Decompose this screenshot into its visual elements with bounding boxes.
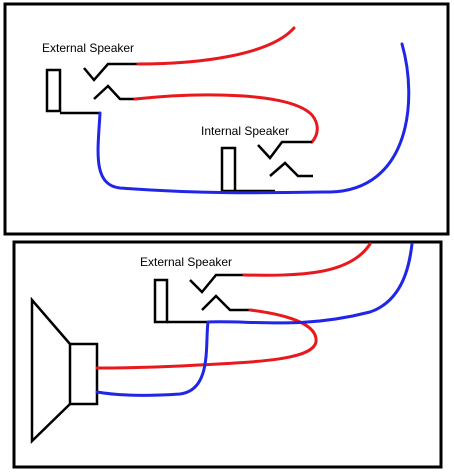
external-speaker-label: External Speaker <box>42 41 134 55</box>
jack-body <box>220 146 237 193</box>
speaker-magnet <box>68 342 99 406</box>
red-wire-tip <box>136 26 296 66</box>
blue-wire <box>96 42 411 195</box>
top-panel: External Speaker Internal Speaker <box>3 2 450 236</box>
jack-ring-spring <box>201 294 250 312</box>
speaker-cone <box>30 296 71 444</box>
jack-ring-spring <box>269 161 313 178</box>
bottom-panel-frame <box>12 240 443 469</box>
external-jack <box>45 62 138 115</box>
jack-body <box>153 278 169 324</box>
blue-wire <box>95 242 414 397</box>
jack-ring-spring <box>93 84 135 101</box>
jack-tip-spring <box>83 62 138 82</box>
speaker-icon <box>30 296 99 444</box>
jack-body <box>45 68 62 113</box>
internal-speaker-label: Internal Speaker <box>201 124 289 138</box>
jack-tip-spring <box>189 273 244 294</box>
bottom-panel: External Speaker <box>12 240 443 469</box>
red-wire-ring <box>133 93 319 144</box>
external-jack <box>153 273 250 324</box>
top-panel-frame <box>3 2 450 236</box>
internal-jack <box>220 140 313 193</box>
jack-tip-spring <box>257 140 312 160</box>
red-wire-tip <box>242 242 372 277</box>
external-speaker-label: External Speaker <box>140 255 232 269</box>
